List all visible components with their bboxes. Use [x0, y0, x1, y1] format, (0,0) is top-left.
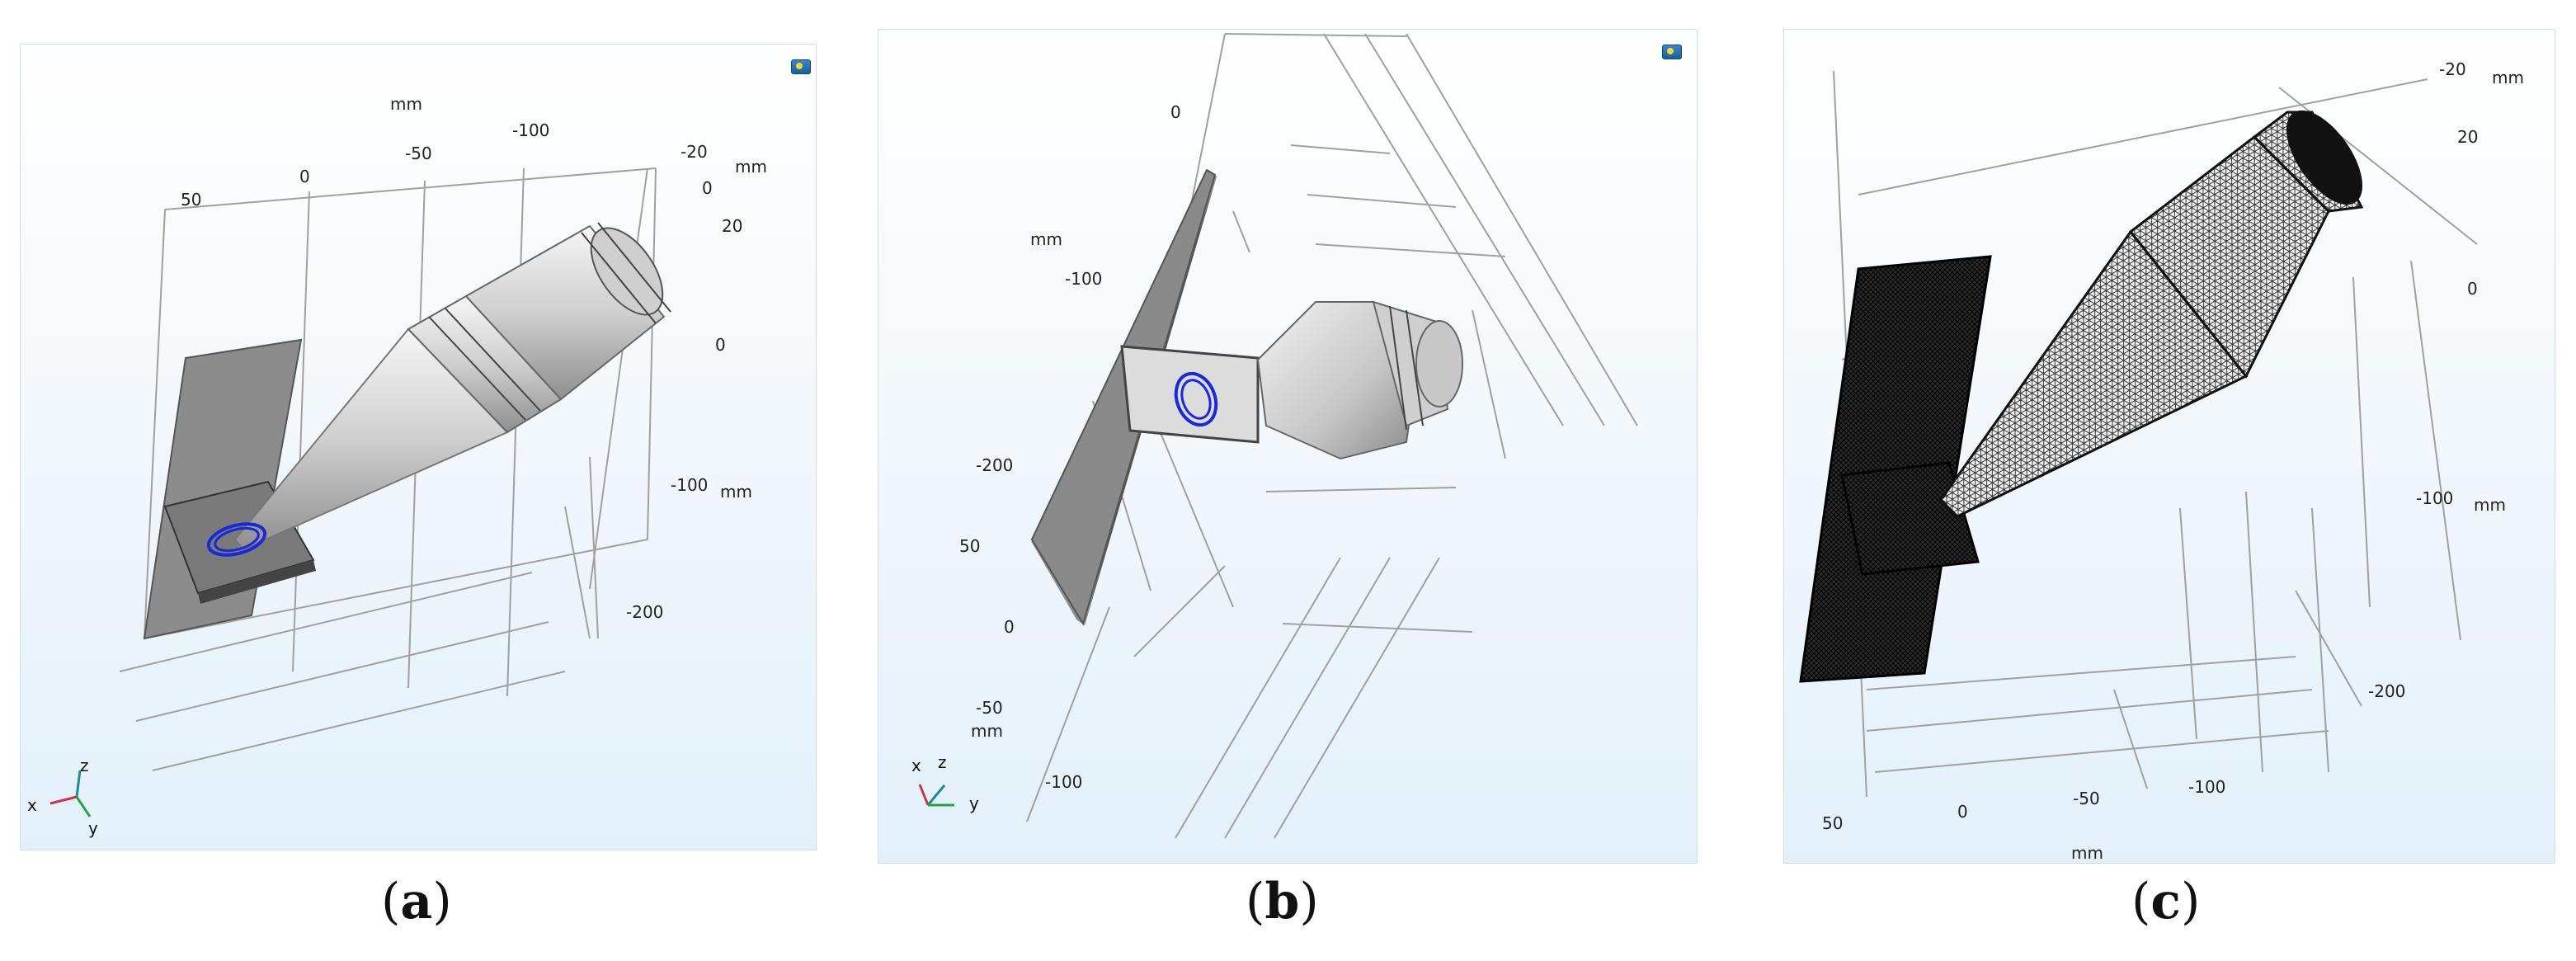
tick-label: -50 [2073, 789, 2100, 808]
camera-view-icon[interactable] [791, 59, 811, 74]
panel-b-geometry-view: 0 mm -100 -200 50 0 -50 mm -100 x z y [878, 29, 1698, 864]
panel-b-graphics [918, 33, 1638, 839]
tick-label: 0 [702, 178, 713, 198]
grid-lines [119, 167, 657, 771]
tick-label: -200 [626, 602, 664, 622]
caption-c: (c) [2131, 873, 2201, 930]
triad-y-label: y [88, 818, 98, 838]
tick-label: mm [735, 157, 767, 177]
triad-y-label: y [969, 794, 979, 813]
tick-label: -100 [2188, 777, 2226, 797]
caption-b: (b) [1246, 873, 1319, 930]
tick-label: mm [390, 94, 422, 114]
triad-x-label: x [27, 795, 37, 815]
caption-a: (a) [381, 873, 452, 930]
tick-label: mm [2492, 68, 2524, 87]
tick-label: -100 [2416, 488, 2454, 508]
tick-label: 50 [181, 190, 202, 210]
tick-label: -100 [1045, 772, 1083, 792]
tick-label: -200 [2368, 681, 2406, 701]
horizontal-plate [1120, 345, 1260, 444]
camera-view-icon[interactable] [1662, 45, 1682, 59]
panel-a-geometry-view: mm 50 0 -50 -100 -20 mm 0 20 0 -100 mm -… [20, 44, 817, 850]
tick-label: mm [720, 482, 752, 502]
triad-z-label: z [938, 752, 947, 772]
tick-label: 20 [2457, 127, 2479, 147]
triad-x-label: x [911, 756, 921, 775]
axis-triad [49, 770, 92, 817]
panel-c-mesh-view: -20 mm 20 0 -100 mm -200 50 0 -50 -100 m… [1783, 29, 2555, 864]
tick-label: 0 [299, 167, 310, 186]
tick-label: mm [2474, 495, 2506, 515]
panel-c-graphics [1799, 70, 2478, 798]
tick-label: mm [2071, 843, 2103, 863]
tick-label: -100 [671, 475, 709, 495]
triad-z-label: z [80, 756, 89, 775]
tick-label: 0 [1957, 802, 1968, 822]
tick-label: -100 [1065, 269, 1103, 289]
tick-label: -50 [976, 698, 1003, 718]
tick-label: 50 [1822, 813, 1844, 833]
tick-label: -100 [512, 120, 550, 140]
tick-label: 0 [1170, 102, 1181, 122]
tick-label: 50 [959, 536, 981, 556]
meshed-horizontal-plate [1840, 461, 1980, 576]
tick-label: -50 [405, 144, 432, 163]
axis-triad [918, 784, 954, 807]
tick-label: 0 [2467, 279, 2478, 299]
tick-label: 0 [1004, 617, 1015, 637]
tick-label: -20 [680, 142, 708, 162]
tick-label: 20 [722, 216, 743, 236]
panel-a-graphics [49, 167, 671, 817]
blue-ring [206, 522, 267, 557]
tick-label: -20 [2439, 59, 2466, 79]
tick-label: 0 [715, 335, 726, 355]
tick-label: -200 [976, 455, 1014, 475]
tick-label: mm [971, 721, 1003, 741]
tick-label: mm [1030, 229, 1062, 249]
vertical-plate [143, 338, 303, 640]
blue-ring [1174, 371, 1218, 427]
